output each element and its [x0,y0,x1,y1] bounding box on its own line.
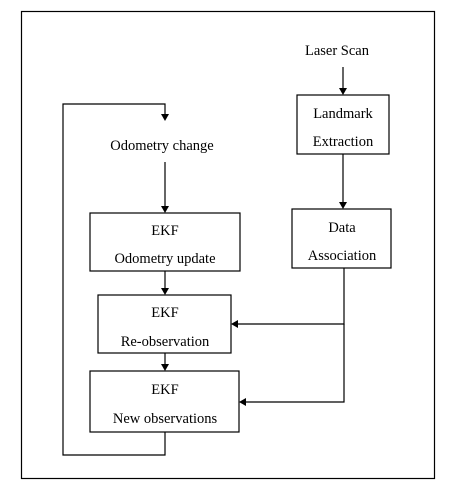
ekf-re-observation-line-1: EKF [151,305,178,321]
data-association-line-1: Data [328,220,356,236]
arrowhead-reobservation [161,288,169,295]
node-ekf-re-observation: EKF Re-observation [97,294,232,354]
node-odometry-change: Odometry change [110,138,213,154]
arrowhead-data-association [339,202,347,209]
ekf-re-observation-line-2: Re-observation [121,334,210,350]
arrowhead-landmark [339,88,347,95]
node-data-association: Data Association [291,208,392,269]
arrowhead-data-to-new-observations [239,398,246,406]
edge-data-association-to-new-observations [246,324,345,403]
landmark-extraction-box [296,94,390,155]
ekf-new-observations-line-2: New observations [113,411,218,427]
ekf-odometry-update-line-2: Odometry update [114,251,215,267]
arrowhead-feedback-loop [161,114,169,121]
edge-feedback-loop [62,103,166,456]
arrowhead-ekf-update [161,206,169,213]
landmark-extraction-line-1: Landmark [313,106,373,122]
data-association-line-2: Association [308,248,377,264]
arrowhead-data-to-reobservation [231,320,238,328]
ekf-new-observations-line-1: EKF [151,382,178,398]
data-association-box [291,208,392,269]
ekf-odometry-update-line-1: EKF [151,223,178,239]
node-ekf-odometry-update: EKF Odometry update [89,212,241,272]
node-laser-scan: Laser Scan [305,43,370,59]
ekf-new-observations-box [89,370,240,433]
arrowhead-new-observations [161,364,169,371]
landmark-extraction-line-2: Extraction [313,134,374,150]
ekf-odometry-update-box [89,212,241,272]
ekf-re-observation-box [97,294,232,354]
node-ekf-new-observations: EKF New observations [89,370,240,433]
node-landmark-extraction: Landmark Extraction [296,94,390,155]
